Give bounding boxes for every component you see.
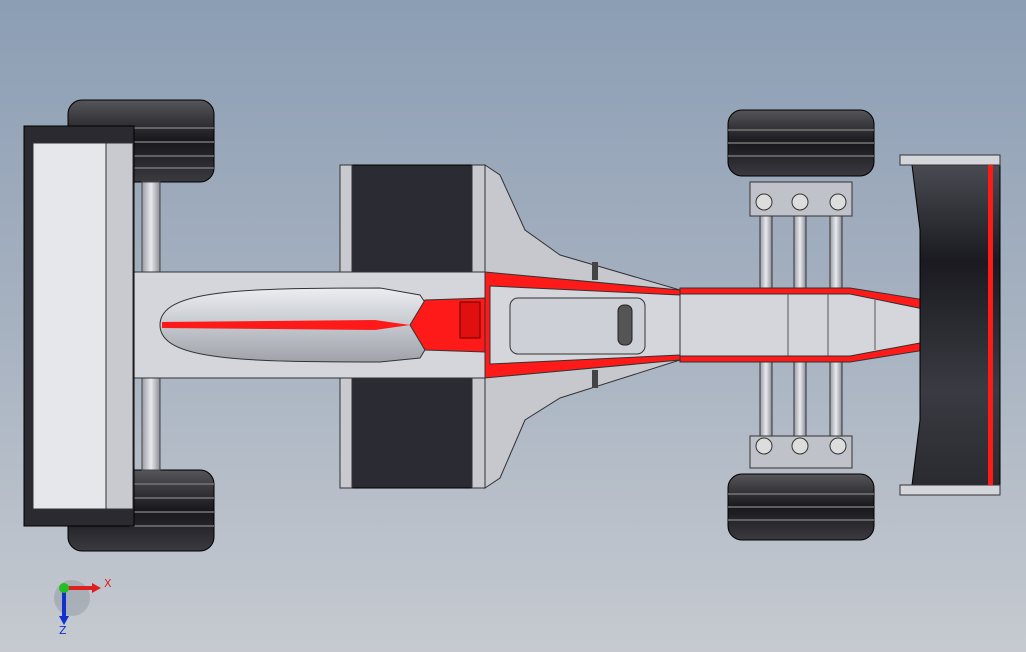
engine-cover-stripe bbox=[162, 320, 410, 330]
cockpit bbox=[484, 262, 681, 388]
sidepod-top bbox=[339, 164, 486, 274]
airbox-inlet bbox=[459, 301, 481, 339]
z-axis-label: Z bbox=[59, 624, 67, 637]
front-wing bbox=[899, 154, 1001, 496]
rear-strut-top bbox=[141, 181, 161, 275]
front-tire-top bbox=[727, 109, 875, 177]
front-suspension bbox=[749, 181, 853, 469]
bargeboard-top bbox=[484, 164, 681, 291]
axis-triad: X Z bbox=[54, 577, 112, 637]
front-tire-bottom bbox=[727, 473, 875, 541]
bargeboard-bottom bbox=[484, 359, 681, 489]
rear-strut-bottom bbox=[141, 377, 161, 471]
rear-wing bbox=[23, 125, 135, 527]
sidepod-bottom bbox=[339, 377, 486, 489]
y-axis-dot bbox=[59, 583, 69, 593]
x-axis-label: X bbox=[104, 577, 112, 590]
